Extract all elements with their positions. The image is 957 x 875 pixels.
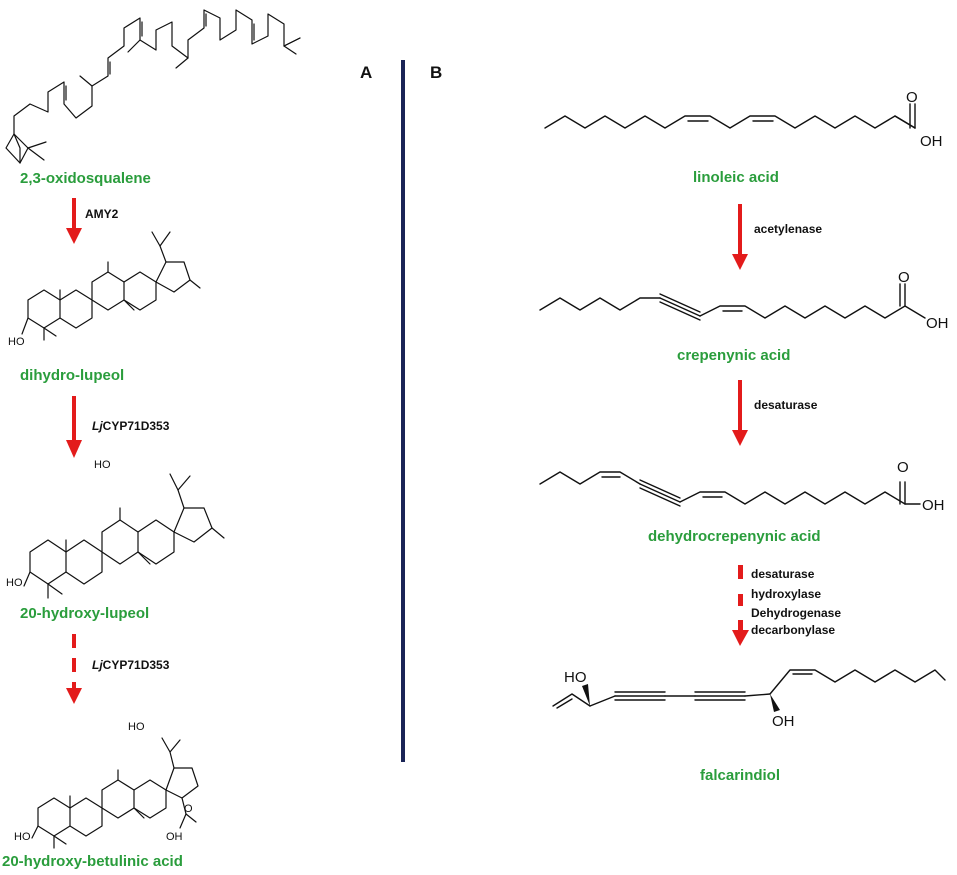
atom-ho-hydroxy-ring: HO <box>6 577 23 589</box>
panel-label-a: A <box>360 63 372 82</box>
enzyme-hydroxylase: hydroxylase <box>751 587 821 601</box>
structure-falcarindiol <box>552 669 946 712</box>
atom-ho-betulinic-ring: HO <box>14 831 31 843</box>
atom-oh-betulinic: OH <box>166 831 183 843</box>
enzyme-desaturase-2: desaturase <box>751 567 815 581</box>
structure-hydroxy-lupeol <box>23 473 225 599</box>
structure-crepenynic-acid <box>539 283 926 321</box>
arrow-a3 <box>66 634 82 704</box>
enzyme-acetylenase: acetylenase <box>754 222 822 236</box>
compound-oxidosqualene: 2,3-oxidosqualene <box>20 170 151 187</box>
structure-dehydrocrepenynic-acid <box>539 471 921 507</box>
atom-o-dehydro: O <box>897 459 909 476</box>
enzyme-cyp-2: LjCYP71D353 <box>92 658 170 672</box>
structure-linoleic-acid <box>544 103 916 129</box>
structure-dihydro-lupeol <box>21 231 201 341</box>
atom-oh-falcarindiol: OH <box>772 713 795 730</box>
panel-label-b: B <box>430 63 442 82</box>
atom-o-linoleic: O <box>906 89 918 106</box>
atom-oh-linoleic: OH <box>920 133 943 150</box>
arrow-b3 <box>732 565 749 646</box>
arrow-b1 <box>732 204 748 270</box>
arrow-a1 <box>66 198 82 244</box>
atom-ho-dihydro: HO <box>8 336 25 348</box>
atom-ho-hydroxy-top: HO <box>94 459 111 471</box>
structure-oxidosqualene <box>5 9 301 164</box>
enzyme-decarbonylase: decarbonylase <box>751 623 835 637</box>
atom-o-crepenynic: O <box>898 269 910 286</box>
compound-falcarindiol: falcarindiol <box>700 767 780 784</box>
atom-o-betulinic: O <box>184 803 193 815</box>
atom-ho-falcarindiol: HO <box>564 669 587 686</box>
atom-oh-dehydro: OH <box>922 497 945 514</box>
compound-dehydrocrepenynic-acid: dehydrocrepenynic acid <box>648 528 821 545</box>
arrow-b2 <box>732 380 748 446</box>
compound-crepenynic-acid: crepenynic acid <box>677 347 790 364</box>
compound-dihydro-lupeol: dihydro-lupeol <box>20 367 124 384</box>
enzyme-amy2: AMY2 <box>85 207 119 221</box>
compound-linoleic-acid: linoleic acid <box>693 169 779 186</box>
structure-betulinic-acid <box>31 737 199 849</box>
enzyme-dehydrogenase: Dehydrogenase <box>751 606 841 620</box>
compound-hydroxy-lupeol: 20-hydroxy-lupeol <box>20 605 149 622</box>
atom-ho-betulinic-top: HO <box>128 721 145 733</box>
enzyme-desaturase-1: desaturase <box>754 398 818 412</box>
compound-betulinic-acid: 20-hydroxy-betulinic acid <box>2 853 183 870</box>
enzyme-cyp-1: LjCYP71D353 <box>92 419 170 433</box>
atom-oh-crepenynic: OH <box>926 315 949 332</box>
arrow-a2 <box>66 396 82 458</box>
